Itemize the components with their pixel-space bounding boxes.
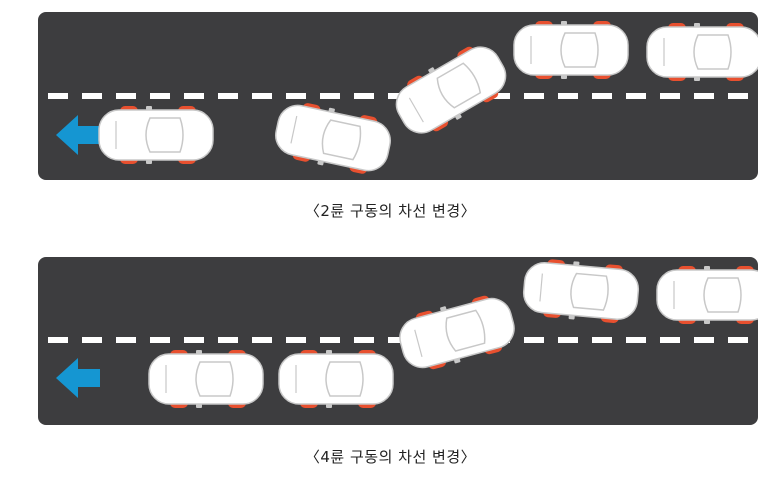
car-roof [693,34,732,70]
car-top-view-icon [522,259,640,323]
car-body [399,297,515,369]
mirror [428,67,435,73]
mirror [694,23,700,27]
road-diagram-4wd [38,257,758,425]
mirror [561,21,567,25]
car-body [656,269,758,321]
mirror [146,106,152,110]
caption-4wd: 〈4륜 구동의 차선 변경〉 [304,448,477,466]
car-top-view-icon [656,266,758,324]
car-top-view-icon [275,103,391,174]
car-roof [325,361,364,397]
caption-2wd: 〈2륜 구동의 차선 변경〉 [304,202,477,220]
car-roof [560,32,599,68]
car-hood-line [539,273,543,302]
car-body [148,353,264,405]
car-roof [321,119,362,161]
road-diagram-2wd [38,12,758,180]
mirror [440,306,447,312]
arrow-left-icon [56,358,100,398]
car-top-view-icon [513,21,629,79]
car-body [646,26,758,78]
car-hood-line [414,329,423,358]
mirror [196,404,202,408]
mirror [454,358,461,364]
mirror [317,160,324,166]
car-top-view-icon [395,46,507,134]
mirror [694,77,700,81]
arrow-left-icon [56,115,100,155]
mirror [568,315,575,320]
mirror [196,350,202,354]
mirror [326,350,332,354]
road-svg-2wd [48,21,758,174]
mirror [455,114,462,120]
car-top-view-icon [278,350,394,408]
car-body [98,109,214,161]
car-roof [145,117,184,153]
mirror [704,266,710,270]
mirror [326,404,332,408]
car-top-view-icon [98,106,214,164]
car-body [522,262,640,320]
car-roof [703,277,742,313]
car-hood-line [408,97,424,123]
car-hood-line [290,115,298,144]
mirror [561,75,567,79]
car-roof [445,309,486,352]
mirror [328,107,335,113]
car-body [395,46,507,134]
car-roof [195,361,234,397]
car-body [513,24,629,76]
car-body [275,104,391,172]
mirror [704,320,710,324]
road-svg-4wd [48,259,758,408]
car-top-view-icon [148,350,264,408]
car-top-view-icon [646,23,758,81]
car-roof [570,272,609,311]
car-top-view-icon [399,295,515,370]
car-body [278,353,394,405]
car-roof [436,62,482,109]
mirror [146,160,152,164]
mirror [573,261,580,266]
